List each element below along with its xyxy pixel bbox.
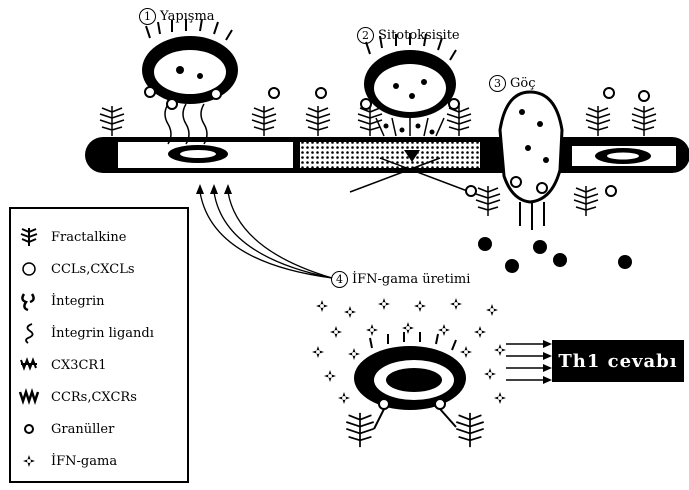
integrin-icon: [17, 290, 41, 312]
th1-response-box: Th1 cevabı: [552, 340, 684, 382]
legend-label: CCLs,CXCLs: [51, 262, 135, 277]
step-4-text: İFN-gama üretimi: [352, 272, 470, 287]
legend-item-integrin-ligand: İntegrin ligandı: [17, 321, 154, 345]
legend-label: Fractalkine: [51, 230, 127, 245]
step-2-number: 2: [357, 27, 374, 44]
legend-item-ccls: CCLs,CXCLs: [17, 257, 135, 281]
legend-item-ifn: İFN-gama: [17, 449, 117, 473]
legend-label: İntegrin ligandı: [51, 326, 154, 341]
th1-arrows: [506, 340, 552, 384]
legend-label: İFN-gama: [51, 454, 117, 469]
ifn-producing-cell: [346, 332, 483, 447]
legend-item-cx3cr1: CX3CR1: [17, 353, 106, 377]
legend-label: İntegrin: [51, 294, 105, 309]
step-3-text: Göç: [510, 76, 536, 91]
legend-label: CX3CR1: [51, 358, 106, 373]
adhering-cell: [142, 19, 238, 144]
migrating-cell: [476, 92, 632, 273]
legend: Fractalkine CCLs,CXCLs İntegrin İntegrin…: [9, 207, 189, 483]
step-1-label: 1 Yapışma: [139, 8, 215, 25]
step-2-text: Sitotoksisite: [378, 28, 460, 43]
endothelium: [85, 137, 689, 173]
signal-arrows: [196, 184, 332, 278]
open-circle-icon: [17, 258, 41, 280]
legend-item-granules: Granüller: [17, 417, 114, 441]
legend-item-integrin: İntegrin: [17, 289, 105, 313]
step-3-number: 3: [489, 75, 506, 92]
step-2-label: 2 Sitotoksisite: [357, 27, 460, 44]
cx3cr1-icon: [17, 354, 41, 376]
granule-icon: [17, 418, 41, 440]
fractalkine-icon: [17, 226, 41, 248]
step-4-label: 4 İFN-gama üretimi: [331, 271, 470, 288]
ccrs-icon: [17, 386, 41, 408]
star-icon: [17, 450, 41, 472]
legend-item-ccrs: CCRs,CXCRs: [17, 385, 137, 409]
integrin-ligand-icon: [17, 322, 41, 344]
legend-label: CCRs,CXCRs: [51, 390, 137, 405]
step-4-number: 4: [331, 271, 348, 288]
step-1-number: 1: [139, 8, 156, 25]
legend-item-fractalkine: Fractalkine: [17, 225, 127, 249]
legend-label: Granüller: [51, 422, 114, 437]
step-3-label: 3 Göç: [489, 75, 536, 92]
step-1-text: Yapışma: [160, 9, 215, 24]
